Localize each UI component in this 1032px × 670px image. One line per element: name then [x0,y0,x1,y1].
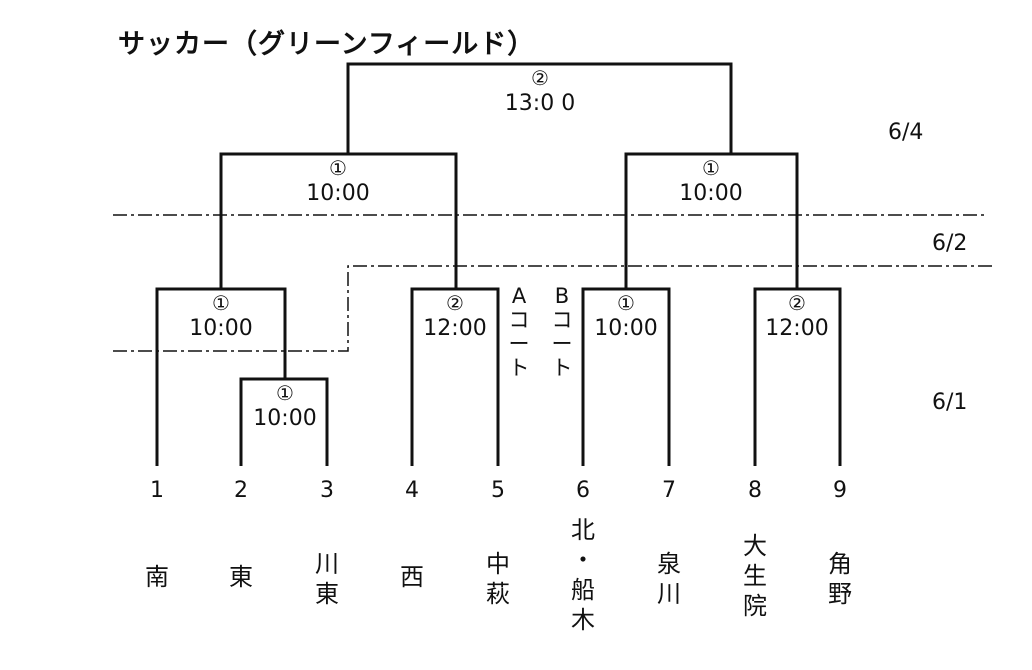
match-semi-left: ① 10:00 [288,155,388,207]
date-divider-lower [113,265,995,352]
match-time: 10:00 [306,181,370,206]
team-name: 大生院 [743,532,767,620]
seed-number: 4 [405,478,419,503]
seed-number: 9 [833,478,847,503]
team-name: 南 [145,563,169,591]
match-time: 12:00 [765,316,829,341]
bracket-line-final [346,62,733,154]
team-name: 北・船木 [571,516,595,634]
seed-number: 6 [576,478,590,503]
seed-number: 7 [662,478,676,503]
seed-number: 1 [150,478,164,503]
match-semi-right: ① 10:00 [661,155,761,207]
match-qf-89: ② 12:00 [747,290,847,342]
match-time: 10:00 [189,316,253,341]
bracket-line-semi-right [624,152,799,289]
seed-number: 2 [234,478,248,503]
match-time: 10:00 [679,181,743,206]
seed-number: 3 [320,478,334,503]
court-number: ① [276,381,294,405]
match-time: 13:0 0 [504,91,576,116]
match-r1-23: ① 10:00 [235,380,335,432]
date-label-6-1: 6/1 [932,390,968,415]
bracket-line-semi-left [219,152,458,289]
court-number: ① [702,156,720,180]
team-name: 角野 [828,550,852,608]
team-name: 泉川 [657,550,681,608]
court-number: ① [617,291,635,315]
court-number: ② [788,291,806,315]
match-qf-1: ① 10:00 [171,290,271,342]
match-time: 10:00 [594,316,658,341]
date-label-6-4: 6/4 [888,120,924,145]
team-name: 中萩 [486,550,510,608]
bracket-title: サッカー（グリーンフィールド） [118,29,536,60]
team-name: 東 [229,563,253,591]
match-final: ② 13:0 0 [490,65,590,117]
match-qf-45: ② 12:00 [405,290,505,342]
seed-number: 8 [748,478,762,503]
court-number: ② [531,66,549,90]
match-time: 10:00 [253,406,317,431]
seed-number: 5 [491,478,505,503]
court-number: ① [329,156,347,180]
team-name: 川東 [315,550,339,608]
team-name: 西 [400,563,424,591]
match-qf-67: ① 10:00 [576,290,676,342]
date-label-6-2: 6/2 [932,231,968,256]
court-number: ① [212,291,230,315]
court-number: ② [446,291,464,315]
match-time: 12:00 [423,316,487,341]
